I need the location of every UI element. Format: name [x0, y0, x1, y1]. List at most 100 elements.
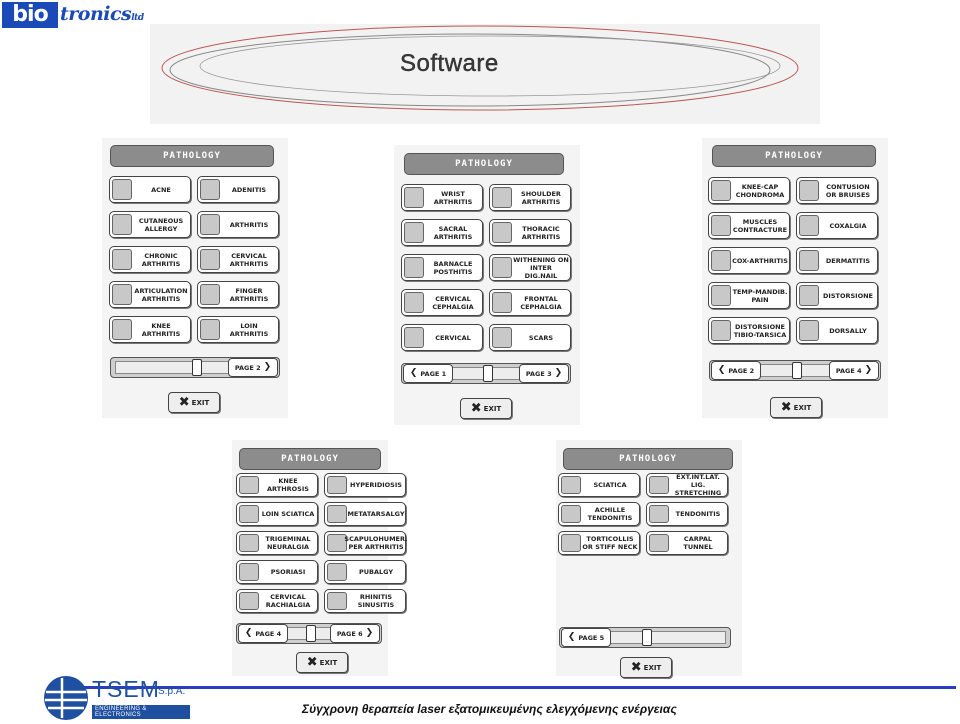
exit-button[interactable]: ✖EXIT	[168, 392, 220, 413]
chevron-left-icon: ❮	[567, 632, 576, 642]
scroll-thumb[interactable]	[192, 359, 202, 376]
button-indicator	[112, 284, 132, 305]
pathology-button[interactable]: CUTANEOUS ALLERGY	[109, 211, 191, 238]
next-page-button[interactable]: PAGE 3❯	[519, 364, 569, 383]
pathology-button[interactable]: TEMP-MANDIB. PAIN	[708, 282, 790, 309]
pathology-button[interactable]: ACHILLE TENDONITIS	[558, 502, 640, 526]
footer-divider	[60, 686, 956, 689]
prev-page-label: PAGE 5	[578, 633, 605, 642]
pathology-button[interactable]: COXALGIA	[796, 212, 878, 239]
close-icon: ✖	[630, 660, 642, 675]
prev-page-button[interactable]: ❮PAGE 4	[238, 624, 288, 643]
scroll-thumb[interactable]	[483, 365, 493, 382]
tsem-company-name: TSEM	[92, 676, 160, 702]
pathology-button[interactable]: KNEE-CAP CHONDROMA	[708, 177, 790, 204]
button-indicator	[112, 249, 132, 270]
pathology-button-label: EXT.INT.LAT. LIG. STRETCHING	[674, 473, 722, 497]
pathology-button[interactable]: LOIN SCIATICA	[236, 502, 318, 526]
pathology-button-label: ADENITIS	[231, 185, 267, 194]
pathology-button[interactable]: CERVICAL RACHIALGIA	[236, 589, 318, 613]
pathology-button-label: THORACIC ARTHRITIS	[521, 224, 561, 241]
pathology-button[interactable]: PUBALGY	[324, 560, 406, 584]
page-navigation-bar: ❮PAGE 4 PAGE 6❯	[236, 623, 382, 644]
pathology-button[interactable]: WITHENING ON INTER DIG.NAIL	[489, 254, 571, 281]
next-page-button[interactable]: PAGE 6❯	[330, 624, 380, 643]
pathology-button[interactable]: CARPAL TUNNEL	[646, 531, 728, 555]
pathology-button[interactable]: KNEE ARTHRITIS	[109, 316, 191, 343]
button-indicator	[404, 292, 424, 313]
pathology-button[interactable]: HYPERIDIOSIS	[324, 473, 406, 497]
button-indicator	[239, 592, 259, 610]
chevron-left-icon: ❮	[244, 628, 253, 638]
pathology-button-label: CUTANEOUS ALLERGY	[138, 216, 184, 233]
button-indicator	[200, 179, 220, 200]
button-indicator	[492, 187, 512, 208]
page-navigation-bar: ❮PAGE 2 PAGE 4❯	[709, 360, 881, 381]
prev-page-button[interactable]: ❮PAGE 5	[561, 628, 611, 647]
pathology-button-label: FINGER ARTHRITIS	[229, 286, 269, 303]
pathology-button[interactable]: TRIGEMINAL NEURALGIA	[236, 531, 318, 555]
button-indicator	[239, 505, 259, 523]
pathology-button[interactable]: ARTHRITIS	[197, 211, 279, 238]
pathology-button-label: TORTICOLLIS OR STIFF NECK	[582, 535, 638, 551]
pathology-button[interactable]: CERVICAL	[401, 324, 483, 351]
scroll-thumb[interactable]	[792, 362, 802, 379]
pathology-button-label: ARTHRITIS	[229, 220, 269, 229]
tsem-globe-icon	[44, 676, 88, 720]
pathology-button[interactable]: ARTICULATION ARTHRITIS	[109, 281, 191, 308]
pathology-button-label: TEMP-MANDIB. PAIN	[732, 287, 788, 304]
pathology-button-label: DORSALLY	[829, 326, 867, 335]
screen-header: PATHOLOGY	[712, 145, 876, 167]
pathology-button[interactable]: THORACIC ARTHRITIS	[489, 219, 571, 246]
pathology-button-label: SHOULDER ARTHRITIS	[521, 189, 561, 206]
pathology-button[interactable]: PSORIASI	[236, 560, 318, 584]
pathology-button[interactable]: METATARSALGY	[324, 502, 406, 526]
pathology-button[interactable]: FRONTAL CEPHALGIA	[489, 289, 571, 316]
pathology-button[interactable]: ADENITIS	[197, 176, 279, 203]
exit-button[interactable]: ✖EXIT	[296, 652, 348, 673]
button-indicator	[239, 476, 259, 494]
pathology-button[interactable]: DISTORSIONE	[796, 282, 878, 309]
pathology-button[interactable]: TORTICOLLIS OR STIFF NECK	[558, 531, 640, 555]
scroll-thumb[interactable]	[642, 629, 652, 646]
button-indicator	[561, 505, 581, 523]
pathology-button[interactable]: CERVICAL ARTHRITIS	[197, 246, 279, 273]
pathology-button[interactable]: MUSCLES CONTRACTURE	[708, 212, 790, 239]
exit-button[interactable]: ✖EXIT	[770, 397, 822, 418]
button-indicator	[404, 222, 424, 243]
scroll-thumb[interactable]	[306, 625, 316, 642]
pathology-button[interactable]: BARNACLE POSTHITIS	[401, 254, 483, 281]
pathology-button-label: WRIST ARTHRITIS	[433, 189, 473, 206]
pathology-button[interactable]: SHOULDER ARTHRITIS	[489, 184, 571, 211]
pathology-button[interactable]: LOIN ARTHRITIS	[197, 316, 279, 343]
pathology-button[interactable]: KNEE ARTHROSIS	[236, 473, 318, 497]
next-page-label: PAGE 6	[336, 629, 363, 638]
pathology-button[interactable]: DORSALLY	[796, 317, 878, 344]
next-page-label: PAGE 2	[234, 363, 261, 372]
pathology-button[interactable]: SACRAL ARTHRITIS	[401, 219, 483, 246]
exit-button[interactable]: ✖EXIT	[460, 398, 512, 419]
next-page-button[interactable]: PAGE 4❯	[829, 361, 879, 380]
pathology-button[interactable]: DISTORSIONE TIBIO-TARSICA	[708, 317, 790, 344]
pathology-button[interactable]: FINGER ARTHRITIS	[197, 281, 279, 308]
prev-page-button[interactable]: ❮PAGE 1	[403, 364, 453, 383]
pathology-button[interactable]: CERVICAL CEPHALGIA	[401, 289, 483, 316]
pathology-button[interactable]: SCAPULOHUMER. PER ARTHRITIS	[324, 531, 408, 555]
pathology-button[interactable]: SCARS	[489, 324, 571, 351]
exit-button[interactable]: ✖EXIT	[620, 657, 672, 678]
logo-tronics-word: tronics	[60, 3, 132, 25]
next-page-button[interactable]: PAGE 2❯	[228, 358, 278, 377]
pathology-button[interactable]: CONTUSION OR BRUISES	[796, 177, 878, 204]
pathology-button[interactable]: TENDONITIS	[646, 502, 728, 526]
pathology-button[interactable]: CHRONIC ARTHRITIS	[109, 246, 191, 273]
pathology-button[interactable]: EXT.INT.LAT. LIG. STRETCHING	[646, 473, 728, 497]
pathology-button[interactable]: COX-ARTHRITIS	[708, 247, 790, 274]
pathology-button[interactable]: ACNE	[109, 176, 191, 203]
pathology-button-label: SCAPULOHUMER. PER ARTHRITIS	[344, 535, 408, 551]
pathology-button[interactable]: SCIATICA	[558, 473, 640, 497]
prev-page-button[interactable]: ❮PAGE 2	[711, 361, 761, 380]
pathology-button[interactable]: WRIST ARTHRITIS	[401, 184, 483, 211]
pathology-button[interactable]: RHINITIS SINUSITIS	[324, 589, 406, 613]
pathology-button[interactable]: DERMATITIS	[796, 247, 878, 274]
button-indicator	[327, 563, 347, 581]
